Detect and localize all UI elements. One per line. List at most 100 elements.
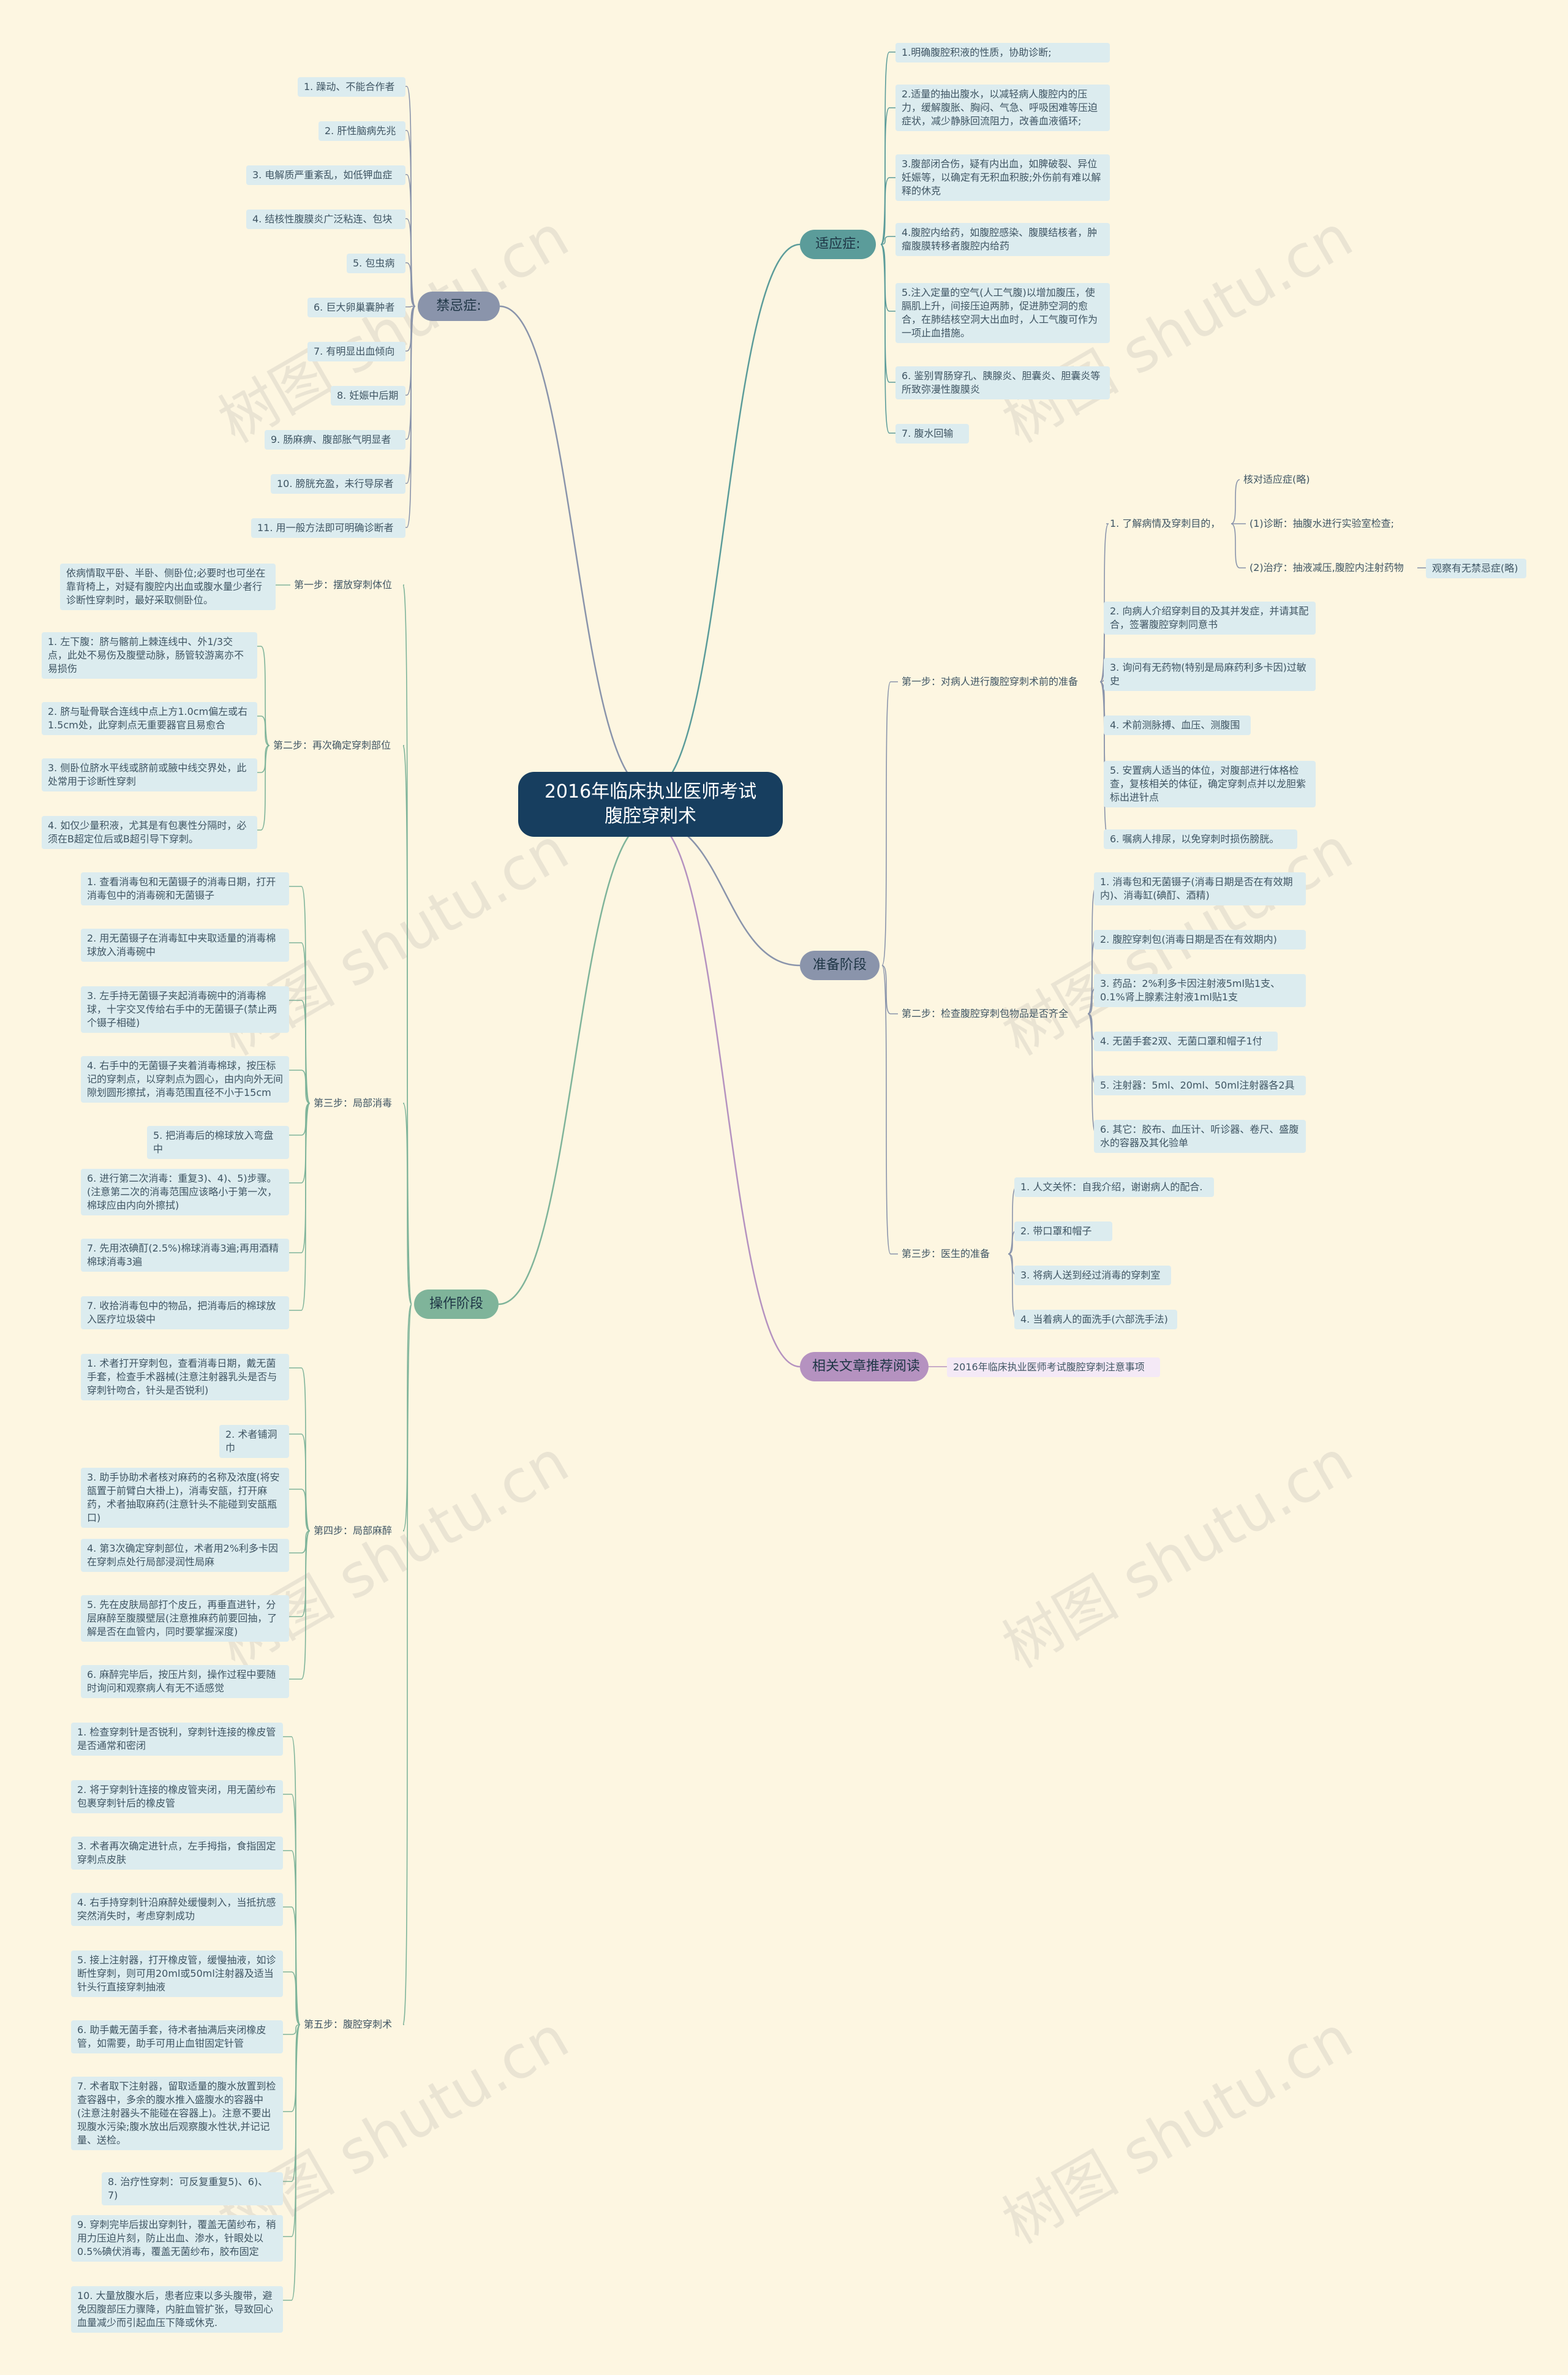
connector-line	[289, 1070, 311, 1104]
connector-line	[1231, 479, 1240, 524]
connector-line	[289, 942, 311, 1104]
op-step5-item[interactable]: 5. 接上注射器，打开橡皮管，缓慢抽液，如诊断性穿刺，则可用20ml或50ml注…	[71, 1950, 283, 1997]
prep-step1-item[interactable]: 3. 询问有无药物(特别是局麻药利多卡因)过敏史	[1104, 658, 1316, 691]
op-step3-item[interactable]: 7. 收拾消毒包中的物品，把消毒后的棉球放入医疗垃圾袋中	[81, 1296, 289, 1329]
prep-step1-label[interactable]: 第一步：对病人进行腹腔穿刺术前的准备	[902, 676, 1079, 687]
prep-step1-understand[interactable]: 1. 了解病情及穿刺目的，	[1110, 518, 1221, 529]
connector-line	[405, 306, 416, 528]
prep-step2-item[interactable]: 5. 注射器：5ml、20ml、50ml注射器各2具	[1094, 1076, 1306, 1095]
op-step5-label[interactable]: 第五步：腹腔穿刺术	[304, 2018, 393, 2030]
contraindication-item[interactable]: 2. 肝性脑病先兆	[318, 121, 405, 141]
connector-line	[405, 86, 416, 307]
connector-line	[880, 177, 895, 245]
op-step1-item[interactable]: 依病情取平卧、半卧、侧卧位;必要时也可坐在靠背椅上，对疑有腹腔内出血或腹水量少者…	[60, 564, 276, 610]
contraindication-item[interactable]: 7. 有明显出血倾向	[307, 342, 405, 361]
prep-step2-item[interactable]: 3. 药品：2%利多卡因注射液5ml贴1支、0.1%肾上腺素注射液1ml贴1支	[1094, 974, 1306, 1007]
op-step3-item[interactable]: 7. 先用浓碘酊(2.5%)棉球消毒3遍;再用酒精棉球消毒3遍	[81, 1239, 289, 1272]
op-step5-item[interactable]: 2. 将于穿刺针连接的橡皮管夹闭，用无菌纱布包裹穿刺针后的橡皮管	[71, 1780, 283, 1813]
branch-indications[interactable]: 适应症:	[800, 230, 876, 259]
related-article-link[interactable]: 2016年临床执业医师考试腹腔穿刺注意事项	[947, 1357, 1160, 1377]
indication-item[interactable]: 4.腹腔内给药，如腹腔感染、腹膜结核者，肿瘤腹膜转移者腹腔内给药	[895, 223, 1110, 256]
branch-preparation[interactable]: 准备阶段	[800, 951, 880, 980]
prep-purpose-diagnosis[interactable]: (1)诊断：抽腹水进行实验室检查;	[1250, 518, 1395, 529]
connector-line	[499, 305, 651, 791]
indication-item[interactable]: 1.明确腹腔积液的性质，协助诊断;	[895, 43, 1110, 62]
op-step2-item[interactable]: 2. 脐与耻骨联合连线中点上方1.0cm偏左或右1.5cm处，此穿刺点无重要器官…	[42, 702, 257, 735]
op-step5-item[interactable]: 1. 检查穿刺针是否锐利，穿刺针连接的橡皮管是否通常和密闭	[71, 1723, 283, 1756]
root-title-line2: 腹腔穿刺术	[604, 806, 696, 827]
branch-operation[interactable]: 操作阶段	[414, 1289, 499, 1319]
prep-step2-item[interactable]: 1. 消毒包和无菌镊子(消毒日期是否在有效期内)、消毒缸(碘酊、酒精)	[1094, 872, 1306, 905]
op-step3-item[interactable]: 4. 右手中的无菌镊子夹着消毒棉球，按压标记的穿刺点，以穿刺点为圆心，由内向外无…	[81, 1056, 289, 1103]
indication-item[interactable]: 2.适量的抽出腹水，以减轻病人腹腔内的压力，缓解腹胀、胸闷、气急、呼吸困难等压迫…	[895, 85, 1110, 131]
prep-purpose-treatment[interactable]: (2)治疗：抽液减压,腹腔内注射药物	[1250, 562, 1404, 573]
op-step4-item[interactable]: 5. 先在皮肤局部打个皮丘，再垂直进针，分层麻醉至腹膜壁层(注意推麻药前要回抽，…	[81, 1595, 289, 1642]
branch-related-articles[interactable]: 相关文章推荐阅读	[800, 1352, 929, 1381]
connector-line	[880, 236, 895, 245]
prep-step2-label[interactable]: 第二步：检查腹腔穿刺包物品是否齐全	[902, 1008, 1069, 1019]
connector-line	[880, 244, 895, 383]
contraindication-item[interactable]: 11. 用一般方法即可明确诊断者	[251, 518, 405, 538]
prep-step3-label[interactable]: 第三步：医生的准备	[902, 1248, 990, 1259]
branch-contraindications[interactable]: 禁忌症:	[418, 292, 500, 321]
op-step4-item[interactable]: 2. 术者铺洞巾	[219, 1425, 289, 1458]
op-step5-item[interactable]: 6. 助手戴无菌手套，待术者抽满后夹闭橡皮管，如需要，助手可用止血钳固定针管	[71, 2020, 283, 2053]
prep-step3-item[interactable]: 1. 人文关怀：自我介绍，谢谢病人的配合.	[1014, 1177, 1214, 1197]
prep-step2-item[interactable]: 6. 其它：胶布、血压计、听诊器、卷尺、盛腹水的容器及其化验单	[1094, 1120, 1306, 1153]
op-step3-label[interactable]: 第三步：局部消毒	[314, 1097, 393, 1109]
prep-step2-item[interactable]: 4. 无菌手套2双、无菌口罩和帽子1付	[1094, 1032, 1278, 1051]
prep-contraindication-check[interactable]: 观察有无禁忌症(略)	[1426, 559, 1526, 578]
op-step5-item[interactable]: 10. 大量放腹水后，患者应束以多头腹带，避免因腹部压力骤降，内脏血管扩张，导致…	[71, 2286, 283, 2333]
contraindication-item[interactable]: 4. 结核性腹膜炎广泛粘连、包块	[246, 210, 405, 229]
contraindication-item[interactable]: 10. 膀胱充盈，未行导尿者	[271, 474, 405, 494]
op-step5-item[interactable]: 4. 右手持穿刺针沿麻醉处缓慢刺入，当抵抗感突然消失时，考虑穿刺成功	[71, 1893, 283, 1926]
op-step2-item[interactable]: 1. 左下腹：脐与髂前上棘连线中、外1/3交点，此处不易伤及腹壁动脉，肠管较游离…	[42, 632, 257, 679]
op-step3-item[interactable]: 6. 进行第二次消毒：重复3)、4)、5)步骤。(注意第二次的消毒范围应该略小于…	[81, 1169, 289, 1215]
connector-line	[257, 745, 270, 773]
root-topic[interactable]: 2016年临床执业医师考试 腹腔穿刺术	[518, 772, 783, 837]
op-step5-item[interactable]: 7. 术者取下注射器，留取适量的腹水放置到检查容器中，多余的腹水推入盛腹水的容器…	[71, 2077, 283, 2150]
prep-step3-item[interactable]: 3. 将病人送到经过消毒的穿刺室	[1014, 1266, 1171, 1285]
prep-step3-item[interactable]: 2. 带口罩和帽子	[1014, 1221, 1112, 1241]
op-step5-item[interactable]: 8. 治疗性穿刺：可反复重复5)、6)、7)	[102, 2172, 283, 2205]
prep-indication-check[interactable]: 核对适应症(略)	[1243, 474, 1310, 485]
indication-item[interactable]: 7. 腹水回输	[895, 424, 969, 444]
op-step4-item[interactable]: 6. 麻醉完毕后，按压片刻，操作过程中要随时询问和观察病人有无不适感觉	[81, 1665, 289, 1698]
op-step3-item[interactable]: 3. 左手持无菌镊子夹起消毒碗中的消毒棉球，十字交叉传给右手中的无菌镊子(禁止两…	[81, 986, 289, 1033]
prep-step1-item[interactable]: 6. 嘱病人排尿，以免穿刺时损伤膀胱。	[1104, 829, 1297, 849]
op-step3-item[interactable]: 2. 用无菌镊子在消毒缸中夹取适量的消毒棉球放入消毒碗中	[81, 929, 289, 962]
prep-step1-item[interactable]: 2. 向病人介绍穿刺目的及其并发症，并请其配合，签署腹腔穿刺同意书	[1104, 602, 1316, 635]
op-step4-item[interactable]: 1. 术者打开穿刺包，查看消毒日期，戴无菌手套，检查手术器械(注意注射器乳头是否…	[81, 1354, 289, 1400]
indication-item[interactable]: 3.腹部闭合伤，疑有内出血，如脾破裂、异位妊娠等，以确定有无积血积胺;外伤前有难…	[895, 154, 1110, 201]
prep-step2-item[interactable]: 2. 腹腔穿刺包(消毒日期是否在有效期内)	[1094, 930, 1306, 950]
watermark: 树图 shutu.cn	[207, 202, 580, 456]
contraindication-item[interactable]: 6. 巨大卵巢囊肿者	[307, 298, 405, 317]
contraindication-item[interactable]: 1. 躁动、不能合作者	[298, 77, 405, 97]
connector-line	[405, 306, 416, 352]
prep-step1-item[interactable]: 4. 术前测脉搏、血压、测腹围	[1104, 716, 1251, 735]
contraindication-item[interactable]: 5. 包虫病	[347, 254, 405, 273]
op-step3-item[interactable]: 1. 查看消毒包和无菌镊子的消毒日期，打开消毒包中的消毒碗和无菌镊子	[81, 872, 289, 905]
contraindication-item[interactable]: 3. 电解质严重紊乱，如低钾血症	[246, 165, 405, 185]
connector-line	[881, 965, 898, 1014]
contraindication-item[interactable]: 8. 妊娠中后期	[331, 386, 405, 406]
prep-step3-item[interactable]: 4. 当着病人的面洗手(六部洗手法)	[1014, 1310, 1177, 1329]
indication-item[interactable]: 5.注入定量的空气(人工气腹)以增加腹压，使膈肌上升，间接压迫两肺，促进肺空洞的…	[895, 283, 1110, 343]
contraindication-item[interactable]: 9. 肠麻痹、腹部胀气明显者	[265, 430, 405, 450]
op-step5-item[interactable]: 3. 术者再次确定进针点，左手拇指，食指固定穿刺点皮肤	[71, 1837, 283, 1870]
prep-step1-item[interactable]: 5. 安置病人适当的体位，对腹部进行体格检查，复核相关的体征，确定穿刺点并以龙胆…	[1104, 761, 1316, 807]
op-step2-item[interactable]: 4. 如仅少量积液，尤其是有包裹性分隔时，必须在B超定位后或B超引导下穿刺。	[42, 816, 257, 849]
indication-item[interactable]: 6. 鉴别胃肠穿孔、胰腺炎、胆囊炎、胆囊炎等所致弥漫性腹膜炎	[895, 366, 1110, 399]
connector-line	[289, 1103, 311, 1253]
op-step4-label[interactable]: 第四步：局部麻醉	[314, 1525, 393, 1536]
op-step2-label[interactable]: 第二步：再次确定穿刺部位	[273, 739, 391, 751]
op-step4-item[interactable]: 3. 助手协助术者核对麻药的名称及浓度(将安瓿置于前臂白大褂上)，消毒安瓿，打开…	[81, 1468, 289, 1528]
connector-line	[283, 1850, 301, 2025]
connector-line	[405, 218, 416, 307]
op-step4-item[interactable]: 4. 第3次确定穿刺部位，术者用2%利多卡因在穿刺点处行局部浸润性局麻	[81, 1539, 289, 1572]
op-step1-label[interactable]: 第一步：摆放穿刺体位	[294, 579, 393, 591]
connector-line	[405, 306, 416, 484]
op-step2-item[interactable]: 3. 侧卧位脐水平线或脐前或腋中线交界处，此处常用于诊断性穿刺	[42, 758, 257, 791]
op-step3-item[interactable]: 5. 把消毒后的棉球放入弯盘中	[147, 1126, 289, 1159]
op-step5-item[interactable]: 9. 穿刺完毕后拔出穿刺针，覆盖无菌纱布，稍用力压迫片刻，防止出血、渗水，针眼处…	[71, 2215, 283, 2262]
